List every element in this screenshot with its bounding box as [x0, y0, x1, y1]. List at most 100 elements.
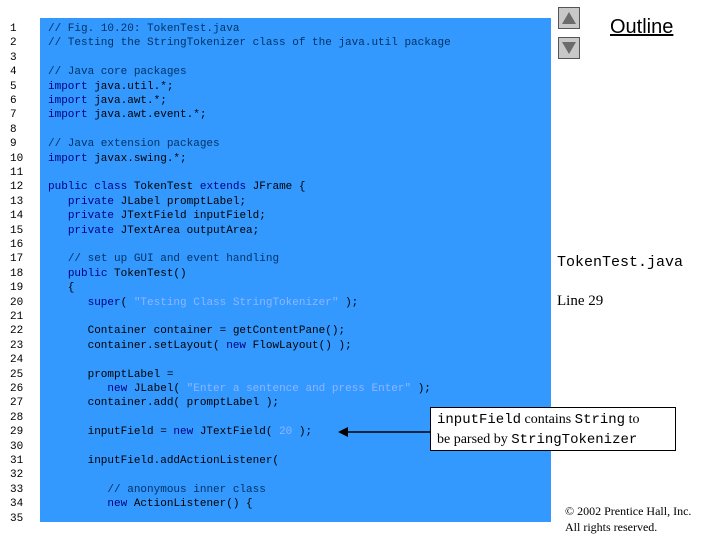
callout-text-3: be parsed by — [437, 432, 512, 447]
line-number: 2 — [10, 37, 17, 50]
outline-link[interactable]: Outline — [610, 16, 674, 38]
line-number: 35 — [10, 512, 24, 525]
callout-line-2: be parsed by StringTokenizer — [437, 430, 669, 450]
line-number: 12 — [10, 181, 24, 194]
callout-text-1: contains — [521, 412, 575, 427]
code-token: new — [107, 498, 128, 511]
code-line: public TokenTest() — [48, 267, 187, 281]
code-token: import — [48, 109, 88, 122]
code-token: // Testing the StringTokenizer class of … — [48, 37, 451, 50]
code-line: public class TokenTest extends JFrame { — [48, 180, 305, 194]
next-slide-button[interactable] — [558, 37, 580, 59]
code-token: new — [226, 339, 247, 352]
code-token: JFrame { — [246, 181, 306, 194]
code-token: "Testing Class StringTokenizer" — [133, 296, 339, 309]
line-number: 11 — [10, 167, 24, 179]
code-line: import java.awt.event.*; — [48, 108, 206, 122]
code-token: container.setLayout( — [48, 339, 227, 352]
code-line: // Java extension packages — [48, 137, 220, 151]
line-number: 13 — [10, 195, 24, 208]
callout-mono-2: String — [574, 412, 626, 428]
callout-arrow-icon — [338, 427, 430, 437]
callout-text-2: to — [625, 412, 640, 427]
code-token: import — [48, 80, 88, 93]
code-line: inputField.addActionListener( — [48, 454, 279, 468]
code-token — [48, 268, 68, 280]
code-line: import javax.swing.*; — [48, 152, 187, 166]
code-token: Container container = getContentPane(); — [48, 325, 346, 338]
code-token: // Fig. 10.20: TokenTest.java — [48, 23, 240, 35]
code-token: JLabel promptLabel; — [114, 195, 247, 208]
code-token — [48, 383, 107, 395]
line-number: 20 — [10, 296, 24, 309]
code-line: // set up GUI and event handling — [48, 252, 279, 266]
code-line: container.add( promptLabel ); — [48, 396, 279, 410]
code-line: import java.awt.*; — [48, 94, 167, 108]
copyright-line-1: © 2002 Prentice Hall, Inc. — [565, 504, 692, 518]
code-token: FlowLayout() ); — [246, 339, 352, 352]
code-token — [48, 225, 68, 237]
code-token: // Java core packages — [48, 66, 187, 79]
code-token: // set up GUI and event handling — [67, 253, 280, 266]
line-number: 5 — [10, 80, 17, 93]
code-token: public class — [48, 181, 128, 194]
code-line: promptLabel = — [48, 368, 174, 382]
code-line: { — [48, 281, 75, 295]
previous-slide-button[interactable] — [558, 7, 580, 29]
line-number: 16 — [10, 239, 24, 251]
code-line: Container container = getContentPane(); — [48, 324, 345, 338]
line-number: 31 — [10, 455, 24, 467]
code-token: promptLabel = — [48, 368, 174, 381]
code-token: private — [67, 224, 115, 237]
code-token: java.awt.event.*; — [87, 109, 207, 122]
code-line: // Java core packages — [48, 65, 187, 79]
side-file-name: TokenTest.java — [557, 254, 684, 271]
line-number: 32 — [10, 469, 24, 482]
code-token: { — [48, 282, 75, 295]
line-number: 10 — [10, 152, 24, 165]
code-token: ); — [292, 426, 313, 439]
line-number: 34 — [10, 498, 24, 511]
code-token: "Enter a sentence and press Enter" — [186, 383, 412, 395]
line-number: 9 — [10, 138, 17, 151]
code-token: ); — [411, 383, 431, 395]
line-number: 28 — [10, 411, 24, 424]
line-number: 21 — [10, 311, 24, 323]
code-line: private JLabel promptLabel; — [48, 195, 246, 209]
line-number: 22 — [10, 325, 24, 338]
line-number: 8 — [10, 123, 17, 136]
code-token: container.add( promptLabel ); — [48, 397, 280, 410]
line-number: 24 — [10, 354, 24, 367]
code-token: // anonymous inner class — [107, 483, 266, 496]
line-number: 3 — [10, 51, 17, 64]
line-number: 4 — [10, 66, 17, 79]
code-token: JTextField( — [193, 426, 280, 439]
code-line: super( "Testing Class StringTokenizer" )… — [48, 296, 359, 310]
code-token: inputField = — [48, 426, 174, 439]
callout-mono-1: inputField — [437, 412, 522, 428]
code-line: container.setLayout( new FlowLayout() ); — [48, 339, 352, 353]
line-number: 33 — [10, 483, 24, 496]
code-line: new JLabel( "Enter a sentence and press … — [48, 382, 431, 396]
line-number: 15 — [10, 224, 24, 237]
line-number: 23 — [10, 339, 24, 352]
code-token: import — [48, 95, 88, 107]
code-token: new — [107, 383, 128, 395]
line-number: 18 — [10, 267, 24, 280]
code-token: JTextField inputField; — [114, 210, 266, 223]
triangle-up-icon — [562, 12, 576, 24]
code-line: inputField = new JTextField( 20 ); — [48, 425, 312, 439]
line-number-gutter — [0, 18, 40, 522]
code-token: java.awt.*; — [87, 95, 167, 107]
code-token: inputField.addActionListener( — [48, 455, 280, 467]
code-token — [48, 484, 107, 496]
code-token: super — [87, 296, 121, 309]
line-number: 14 — [10, 210, 24, 223]
code-line: private JTextArea outputArea; — [48, 224, 259, 238]
callout-line-1: inputField contains String to — [437, 410, 669, 430]
line-number: 1 — [10, 23, 17, 35]
code-token: TokenTest() — [107, 267, 187, 280]
code-token: ( — [120, 296, 134, 309]
code-token: ); — [338, 296, 359, 309]
code-token: JLabel( — [127, 383, 187, 395]
